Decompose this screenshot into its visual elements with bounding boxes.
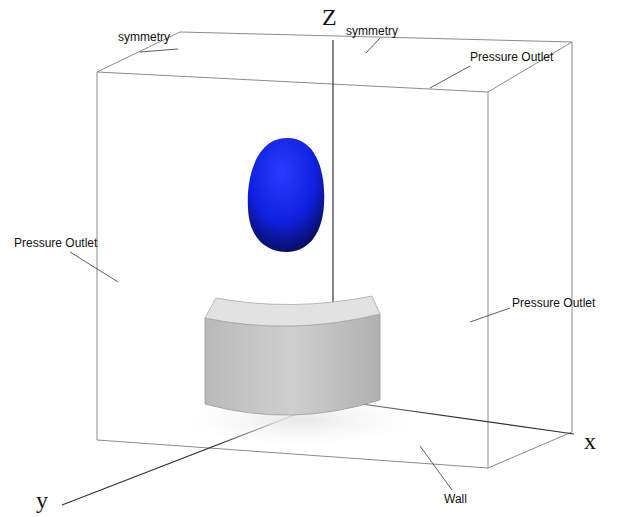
boundary-label: Wall [444, 492, 467, 506]
axis-label: x [584, 428, 596, 454]
boundary-label: symmetry [346, 24, 398, 38]
axis-label: y [36, 487, 48, 513]
boundary-label: Pressure Outlet [14, 236, 97, 250]
boundary-label: Pressure Outlet [512, 296, 595, 310]
boundary-label: symmetry [118, 30, 170, 44]
axis-label: Z [322, 4, 337, 30]
boundary-label: Pressure Outlet [470, 50, 553, 64]
